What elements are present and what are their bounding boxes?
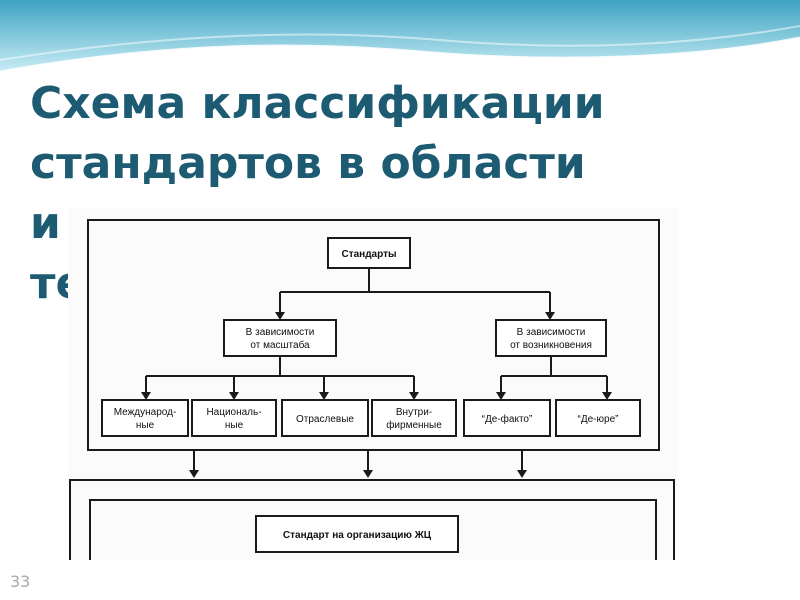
classification-diagram: Стандарты В зависимости от масштаба В за… xyxy=(69,219,675,560)
upper-frame xyxy=(87,219,660,451)
root-label: Стандарты xyxy=(341,249,396,260)
lifecycle-standard-label: Стандарт на организацию ЖЦ xyxy=(283,530,432,541)
child-industry-label: Отраслевые xyxy=(296,414,354,425)
child-national-line-1: Националь- xyxy=(206,407,261,418)
child-national-box xyxy=(191,399,277,437)
child-international-box xyxy=(101,399,189,437)
slide-number: 33 xyxy=(10,572,31,591)
child-international-line-2: ные xyxy=(136,420,155,431)
group-scale-label-line-1: В зависимости xyxy=(246,327,315,338)
child-internal-box xyxy=(371,399,457,437)
child-internal-line-1: Внутри- xyxy=(396,407,432,418)
child-de-facto-box xyxy=(463,399,551,437)
group-scale-label-line-2: от масштаба xyxy=(250,339,310,351)
group-origin-label-line-1: В зависимости xyxy=(517,327,586,338)
child-de-facto-label: “Де-факто” xyxy=(482,413,533,425)
group-origin-label-line-2: от возникновения xyxy=(510,340,592,351)
child-de-jure-label: “Де-юре” xyxy=(578,414,619,425)
lifecycle-standard-box xyxy=(255,515,459,553)
child-internal-line-2: фирменные xyxy=(386,419,442,431)
header-wave-decoration xyxy=(0,0,800,74)
child-national-line-2: ные xyxy=(225,420,244,431)
slide-title-line-1: Схема классификации xyxy=(30,78,605,129)
child-international-line-1: Международ- xyxy=(114,407,177,418)
child-industry-box xyxy=(281,399,369,437)
slide-title-line-2: стандартов в области xyxy=(30,138,586,189)
child-de-jure-box xyxy=(555,399,641,437)
lower-frame-outer xyxy=(69,479,675,560)
lower-frame-inner xyxy=(89,499,657,560)
slide-title-line-3: и xyxy=(30,198,61,249)
